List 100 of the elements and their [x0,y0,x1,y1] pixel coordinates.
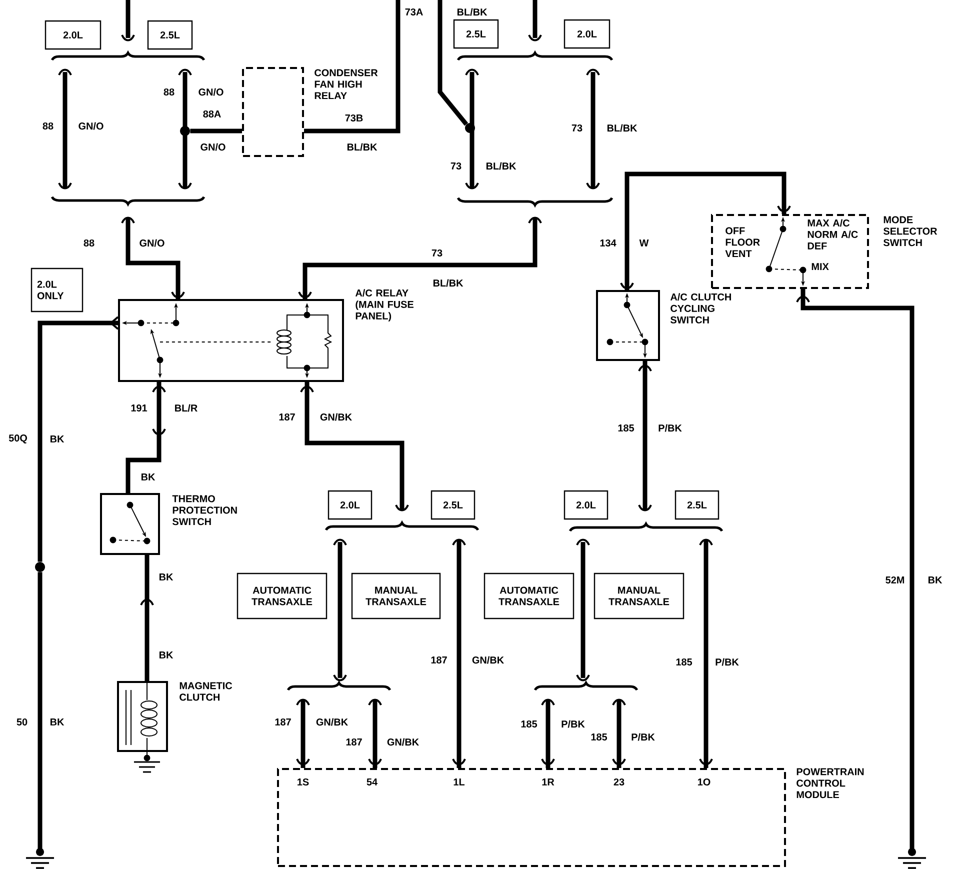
wire-label: 185 [676,658,692,666]
wire [38,320,118,562]
wire-label: 52M [886,576,904,584]
wire [372,700,378,768]
wire [304,382,404,510]
wire [304,0,400,134]
option-box: AUTOMATIC TRANSAXLE [236,572,328,620]
wire-label: P/BK [658,424,682,432]
wire-label: BL/BK [347,143,378,151]
node-label: THERMO PROTECTION SWITCH [172,495,237,526]
wire [144,554,150,681]
wire-label: GN/O [198,88,224,96]
wire-label: 187 [279,413,295,420]
option-box: 2.0L [328,490,372,520]
wire-label: 50 [16,718,28,726]
wire-label: 50Q [8,434,27,444]
wire [642,360,648,510]
wire [456,540,462,768]
wire [300,700,306,768]
position-label: OFF FLOOR VENT [725,227,760,258]
wire-label: P/BK [716,658,739,666]
wire-label: BL/BK [607,124,638,132]
wire-label: GN/BK [472,656,504,664]
wire [126,382,162,493]
position-label: MIX [812,263,829,270]
pin-label: 23 [614,778,624,786]
node-label: CONDENSER FAN HIGH RELAY [314,69,378,100]
component-box: MAGNETIC CLUTCH [117,680,232,752]
node-label: MODE SELECTOR SWITCH [883,216,938,246]
wire [546,700,550,768]
ground-symbol [25,848,55,869]
option-box: MANUAL TRANSAXLE [351,572,441,620]
option-box: AUTOMATIC TRANSAXLE [484,572,574,620]
wire-label: BK [50,718,64,726]
option-box: 2.5L [430,490,476,520]
wire-label: 73A [405,8,423,16]
position-label: MAX A/C NORM A/C DEF [808,219,858,250]
wire [190,128,242,134]
option-box: 2.5L [147,20,193,50]
wire-label: GN/BK [316,718,348,726]
wire-label: BK [50,436,64,442]
wire [624,172,786,290]
wire-label: GN/O [78,122,104,130]
pin-label: 1O [698,778,710,786]
wire-label: BL/BK [433,279,464,287]
wire-label: 185 [618,424,634,432]
wire-label: 88A [203,110,221,118]
pin-label: 1L [454,778,465,786]
wire-label: W [639,240,649,246]
node-label: POWERTRAIN CONTROL MODULE [796,768,864,798]
wire-label: P/BK [562,720,585,728]
wire-label: 191 [131,404,148,412]
option-box: 2.5L [674,490,720,520]
ground-symbol [897,848,927,869]
option-box: 2.0L [564,490,608,520]
wire-label: 187 [346,738,362,746]
wire-label: GN/BK [320,413,352,421]
wire-label: 73B [345,114,363,122]
wire-label: 185 [521,720,538,728]
option-box: 2.0L ONLY [30,268,84,312]
wire [126,218,180,299]
wire-label: BL/R [175,404,198,412]
wire-label: 187 [431,656,447,664]
wire-label: 187 [275,718,291,726]
pin-label: 1R [542,778,554,786]
wire-label: BK [141,474,156,480]
splice-dot [465,122,475,133]
wire-label: 88 [84,239,94,246]
wire-label: BK [159,652,174,658]
component-box: A/C RELAY (MAIN FUSE PANEL) [118,289,414,382]
wire-label: 73 [572,124,582,132]
wire-label: BK [159,574,174,580]
wire [616,700,622,768]
wire [302,218,538,299]
wire-label: 185 [591,733,608,740]
wire-label: BL/BK [486,162,516,170]
node-label: A/C CLUTCH CYCLING SWITCH [670,293,731,324]
wire-label: 73 [432,249,442,257]
splice-dot [35,562,45,572]
wire-label: 88 [42,122,54,130]
component-box: A/C CLUTCH CYCLING SWITCH [596,290,731,361]
splice-dot [180,126,190,136]
wire-label: GN/BK [387,738,419,746]
component-box: THERMO PROTECTION SWITCH [100,492,237,555]
option-box: 2.0L [44,20,102,50]
wire [438,0,468,126]
pin-label: 54 [366,778,378,786]
wire-label: 134 [600,239,616,247]
wire [800,288,914,849]
wire [704,540,708,768]
option-box: MANUAL TRANSAXLE [594,572,684,620]
wire-label: 88 [164,88,174,96]
node-label: MAGNETIC CLUTCH [180,682,232,701]
option-box: 2.0L [564,19,610,49]
pin-label: 1S [298,778,309,786]
option-box: 2.5L [453,19,499,49]
wire-label: GN/O [200,143,226,151]
wire-label: GN/O [140,239,164,247]
wire-label: P/BK [632,733,655,741]
wire [38,572,42,849]
